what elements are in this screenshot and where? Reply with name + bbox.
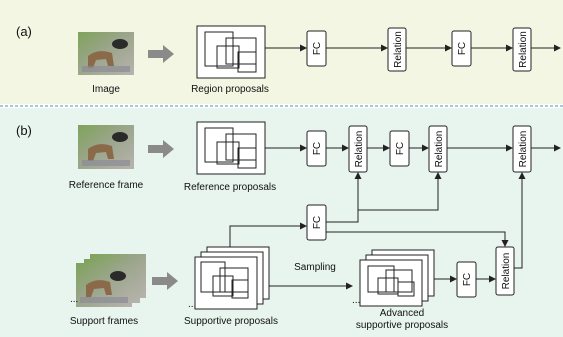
panel-a-tag: (a) [16, 24, 32, 39]
reference-frame-thumbnail [78, 125, 134, 169]
reference-proposals-label: Reference proposals [184, 182, 276, 193]
arrow-b-fc-to-relation-2 [358, 172, 442, 211]
fc-label-b-2: FC [395, 142, 406, 155]
supportive-proposals-ellipsis: ... [188, 299, 196, 310]
fc-label-a-2: FC [457, 42, 468, 55]
region-proposals-label: Region proposals [191, 84, 269, 95]
relation-box-b-bottom [495, 246, 515, 296]
fat-arrow-a [148, 45, 174, 63]
arrow-b-bottom-to-relation-3 [514, 172, 526, 269]
panel-b-tag: (b) [16, 123, 32, 138]
fc-label-b-bottom: FC [462, 273, 473, 286]
fc-label-b-1: FC [312, 142, 323, 155]
relation-label-b-1: Relation [354, 131, 365, 168]
arrow-b-up-to-fc [229, 222, 307, 247]
support-frames-thumbnail [76, 254, 146, 307]
reference-proposals-graphic [196, 121, 266, 175]
relation-box-a-1 [387, 27, 407, 72]
relation-box-a-2 [512, 27, 532, 72]
fc-label-b-middle: FC [312, 216, 323, 229]
arrow-b-fc-to-relation-1 [326, 172, 362, 223]
arrow-b-fc-to-relation-4 [326, 231, 509, 247]
image-label: Image [92, 84, 120, 95]
relation-label-b-bottom: Relation [501, 253, 512, 290]
region-proposals-graphic [196, 25, 266, 79]
support-frames-ellipsis: ... [70, 294, 78, 305]
relation-label-a-2: Relation [518, 31, 529, 68]
fc-label-a-1: FC [312, 42, 323, 55]
relation-label-b-3: Relation [518, 131, 529, 168]
relation-label-b-2: Relation [434, 131, 445, 168]
advanced-proposals-ellipsis: ... [352, 295, 360, 306]
advanced-label-line-2: supportive proposals [356, 320, 448, 331]
advanced-proposals-graphic [359, 249, 435, 307]
image-thumbnail [78, 32, 134, 75]
relation-label-a-1: Relation [393, 31, 404, 68]
fat-arrow-b-1 [148, 140, 174, 158]
fat-arrow-b-2 [152, 272, 178, 290]
support-frames-label: Support frames [70, 316, 138, 327]
supportive-proposals-graphic [194, 246, 270, 310]
sampling-label: Sampling [294, 262, 336, 273]
advanced-label-line-1: Advanced [380, 308, 424, 319]
supportive-proposals-label: Supportive proposals [184, 316, 278, 327]
reference-frame-label: Reference frame [69, 180, 144, 191]
